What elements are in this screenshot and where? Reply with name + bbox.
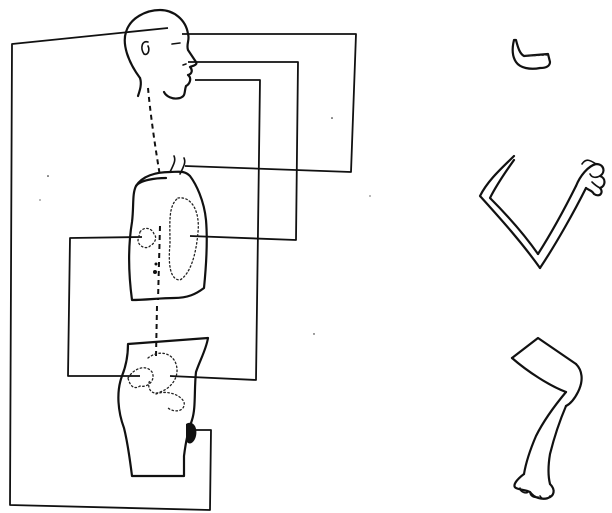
leg-foot bbox=[514, 474, 553, 499]
pelvis-outline bbox=[118, 338, 208, 476]
spinal-cord-middle bbox=[158, 226, 160, 300]
leg-thigh bbox=[512, 358, 582, 406]
connection-wires bbox=[10, 28, 356, 510]
torso-marker-2 bbox=[155, 263, 158, 266]
pelvis-organ-center bbox=[148, 353, 177, 393]
leg-shin bbox=[524, 392, 566, 484]
pelvis-section bbox=[118, 338, 208, 476]
ear bbox=[142, 42, 149, 55]
mouth-pelvis-circuit bbox=[170, 80, 260, 380]
torso-pelvis-circuit bbox=[68, 237, 142, 376]
spinal-cord bbox=[148, 88, 160, 356]
outer-circuit bbox=[10, 28, 211, 510]
arm-upper-outer bbox=[480, 156, 540, 268]
head-profile bbox=[125, 10, 197, 99]
torso-marker-1 bbox=[153, 270, 157, 274]
spinal-cord-lower bbox=[156, 306, 157, 356]
jaw bbox=[513, 40, 550, 69]
arm-hand bbox=[576, 164, 605, 195]
leg-thigh-cut bbox=[512, 338, 576, 364]
pelvis-organ-lower bbox=[156, 392, 184, 410]
pelvis-organ-left bbox=[128, 368, 153, 388]
neck-back bbox=[138, 78, 141, 96]
eye bbox=[172, 43, 180, 44]
arm bbox=[480, 156, 605, 268]
torso-organ-right bbox=[169, 198, 198, 280]
head-torso-circuit-1 bbox=[182, 34, 356, 172]
torso-organ-left bbox=[138, 228, 156, 247]
pelvis-shadow bbox=[186, 423, 196, 444]
head-outline bbox=[125, 10, 197, 99]
leg bbox=[512, 338, 582, 499]
arm-forearm bbox=[538, 186, 586, 268]
print-specks bbox=[39, 117, 370, 334]
jaw-outline bbox=[513, 40, 550, 69]
spinal-cord-upper bbox=[148, 88, 160, 176]
torso-top-cut bbox=[136, 178, 166, 186]
torso-section bbox=[129, 156, 207, 300]
torso-neck-stump-left bbox=[170, 156, 175, 172]
nostril bbox=[183, 64, 186, 65]
